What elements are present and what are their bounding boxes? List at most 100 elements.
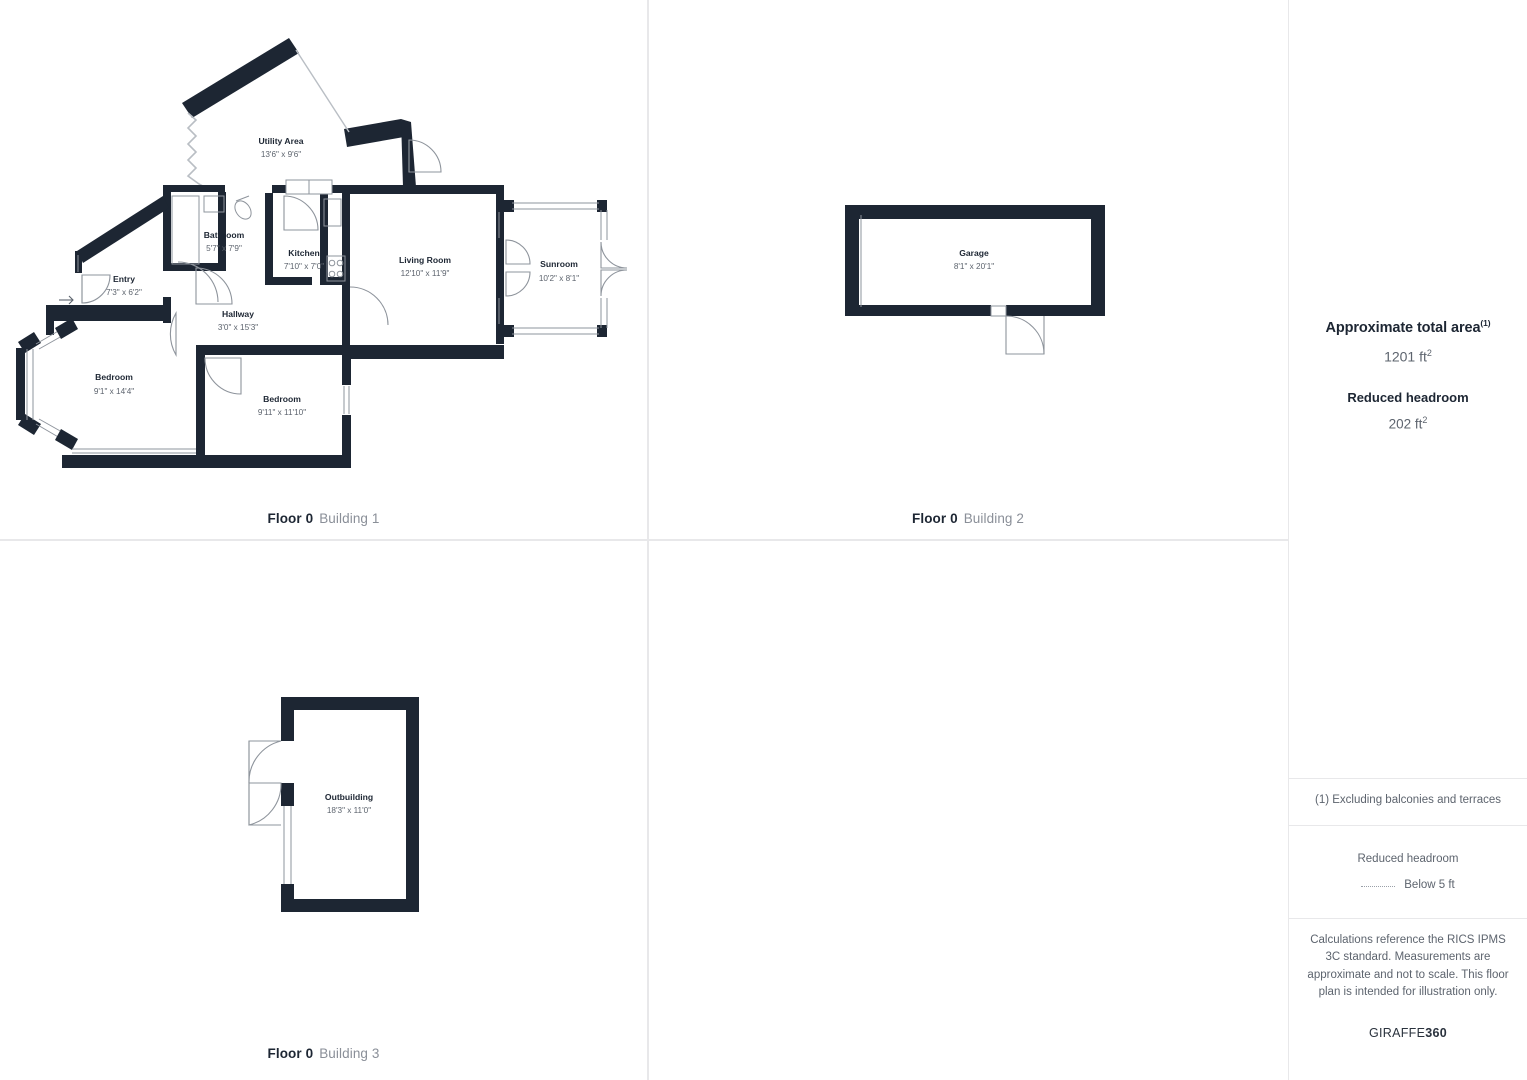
room-label-entry: Entry: [113, 274, 135, 284]
wall-outbuilding-left-mid: [281, 783, 294, 806]
wall-bedroom-left-vert: [46, 305, 54, 335]
wall-sunroom-br: [597, 325, 607, 337]
wall-bath-right: [218, 192, 226, 271]
total-area-block: Approximate total area(1) 1201 ft2 Reduc…: [1289, 318, 1527, 432]
room-label-outbuilding: Outbuilding: [325, 792, 373, 802]
wall-garage-right: [1091, 205, 1105, 316]
wall-top-living: [348, 185, 504, 194]
window-outbuilding-left: [283, 806, 292, 884]
room-dims-bedroom-1: 9'1" x 14'4": [94, 387, 134, 396]
wall-utility-zigzag: [186, 112, 211, 191]
fixture-bath-toilet-lid: [235, 195, 250, 202]
wall-kitchen-right: [320, 193, 328, 285]
door-sunroom-right-lower: [600, 269, 628, 297]
building-2-geometry: Garage 8'1" x 20'1": [845, 205, 1105, 355]
floor-label-1: Floor 0: [267, 511, 314, 526]
door-utility-swing: [408, 139, 442, 173]
total-area-unit-exponent: 2: [1426, 347, 1432, 358]
wall-bedroom-bottom: [62, 455, 351, 468]
floor-label-3: Floor 0: [267, 1046, 314, 1061]
wall-sunroom-bl: [504, 325, 514, 337]
caption-building-3: Floor 0 Building 3: [0, 1046, 647, 1061]
room-dims-hallway: 3'0" x 15'3": [218, 323, 258, 332]
fixture-kitchen-fridge: [323, 198, 342, 227]
door-entry-hallway: [177, 261, 219, 303]
disclaimer-block: Calculations reference the RICS IPMS 3C …: [1289, 932, 1527, 1002]
wall-bay-corner-top: [18, 332, 41, 353]
sidebar-divider-3: [1289, 918, 1527, 919]
brand-name-light: GIRAFFE: [1368, 1026, 1426, 1040]
floorplan-building-3[interactable]: Outbuilding 18'3" x 11'0" Floor 0 Buildin…: [0, 540, 647, 1080]
window-bedroom-right: [343, 386, 350, 414]
floorplan-building-1[interactable]: Utility Area 13'6" x 9'6": [0, 0, 647, 539]
room-label-sunroom: Sunroom: [540, 259, 578, 269]
brand-logo: GIRAFFE360: [1289, 1026, 1527, 1040]
building-1-geometry: Utility Area 13'6" x 9'6": [16, 38, 628, 468]
room-label-kitchen: Kitchen: [288, 248, 320, 258]
window-bay: [26, 329, 63, 439]
total-area-title-text: Approximate total area: [1325, 319, 1481, 336]
door-sunroom-right-upper: [600, 241, 628, 269]
door-hallway-bath: [195, 267, 233, 305]
legend-row: Below 5 ft: [1289, 879, 1527, 891]
room-label-utility-area: Utility Area: [258, 136, 303, 146]
building-3-geometry: Outbuilding 18'3" x 11'0": [248, 697, 419, 912]
total-area-number: 1201 ft: [1384, 348, 1427, 365]
reduced-headroom-unit-exponent: 2: [1422, 415, 1428, 426]
door-entry-swing: [81, 274, 111, 304]
wall-hallway-left: [163, 297, 171, 323]
legend-block: Reduced headroom Below 5 ft: [1289, 853, 1527, 891]
wall-sunroom-tr: [597, 200, 607, 212]
summary-sidebar: Approximate total area(1) 1201 ft2 Reduc…: [1289, 0, 1527, 1080]
wall-top-horizontal: [163, 185, 225, 192]
wall-living-left: [342, 193, 350, 353]
entrance-arrow-icon: [59, 295, 74, 305]
room-label-hallway: Hallway: [222, 309, 254, 319]
wall-bedroom-right-vert2: [342, 415, 351, 463]
window-sunroom-top: [512, 202, 599, 210]
wall-utility-right-upper: [344, 119, 404, 147]
footnote-block: (1) Excluding balconies and terraces: [1289, 792, 1527, 809]
wall-outbuilding-left-bottom: [281, 884, 294, 912]
room-dims-sunroom: 10'2" x 8'1": [539, 274, 579, 283]
room-dims-utility-area: 13'6" x 9'6": [261, 150, 301, 159]
wall-bedroom-divider: [196, 345, 205, 463]
floorplan-empty-panel: [648, 540, 1288, 1080]
reduced-headroom-title: Reduced headroom: [1347, 390, 1469, 406]
window-garage-door-opening: [990, 305, 1007, 317]
room-label-bedroom-1: Bedroom: [95, 372, 133, 382]
door-hallway-bedroom-right: [204, 357, 242, 395]
total-area-value: 1201 ft2: [1289, 348, 1527, 365]
wall-kitchen-left: [265, 193, 273, 285]
room-dims-kitchen: 7'10" x 7'0": [284, 262, 324, 271]
line-utility-diagonal: [295, 49, 350, 133]
room-label-garage: Garage: [959, 248, 989, 258]
window-sunroom-bottom: [512, 327, 599, 335]
sidebar-divider-2: [1289, 825, 1527, 826]
room-label-bathroom: Bathroom: [204, 230, 245, 240]
door-outbuilding-upper: [248, 740, 282, 784]
room-dims-living-room: 12'10" x 11'9": [401, 269, 450, 278]
wall-bay-to-bedroom-top: [55, 318, 78, 339]
wall-bedroom-right-top: [205, 345, 350, 355]
wall-entry-angled: [77, 196, 169, 263]
building-label-3: Building 3: [319, 1046, 380, 1061]
footnote-text: (1) Excluding balconies and terraces: [1314, 794, 1502, 806]
reduced-headroom-value: 202 ft2: [1289, 415, 1527, 432]
reduced-headroom-number: 202 ft: [1388, 416, 1423, 432]
wall-utility-top: [182, 38, 299, 118]
wall-outbuilding-top: [281, 697, 419, 710]
room-dims-entry: 7'3" x 6'2": [106, 288, 142, 297]
door-outbuilding-lower: [248, 782, 282, 826]
wall-outbuilding-bottom: [281, 899, 419, 912]
sidebar-divider-1: [1289, 778, 1527, 779]
wall-bath-bottom: [163, 263, 226, 271]
wall-bay-left: [16, 348, 25, 420]
fixture-bath-tub: [171, 195, 200, 265]
wall-bay-to-bedroom-bottom: [55, 429, 78, 450]
wall-top-main: [163, 185, 171, 263]
fixture-bath-toilet: [234, 200, 252, 220]
